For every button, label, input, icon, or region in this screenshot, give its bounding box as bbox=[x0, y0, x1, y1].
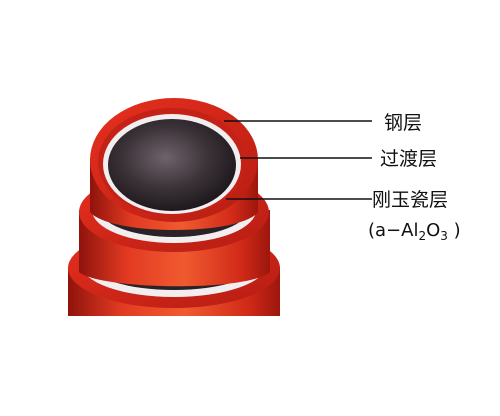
leader-lines bbox=[224, 120, 372, 200]
label-transition-layer: 过渡层 bbox=[380, 148, 437, 170]
formula-prefix: (a−Al bbox=[368, 220, 418, 241]
label-corundum-layer: 刚玉瓷层 bbox=[372, 189, 448, 211]
formula-mid: O bbox=[426, 220, 440, 241]
formula-sub-2: 3 bbox=[440, 229, 448, 243]
label-steel-layer: 钢层 bbox=[384, 112, 422, 134]
label-formula: (a−Al2O3 ) bbox=[368, 220, 461, 243]
pipe-tier-top bbox=[90, 98, 258, 230]
formula-suffix: ) bbox=[448, 220, 461, 241]
pipe-bore bbox=[108, 119, 236, 211]
formula-sub-1: 2 bbox=[418, 229, 426, 243]
